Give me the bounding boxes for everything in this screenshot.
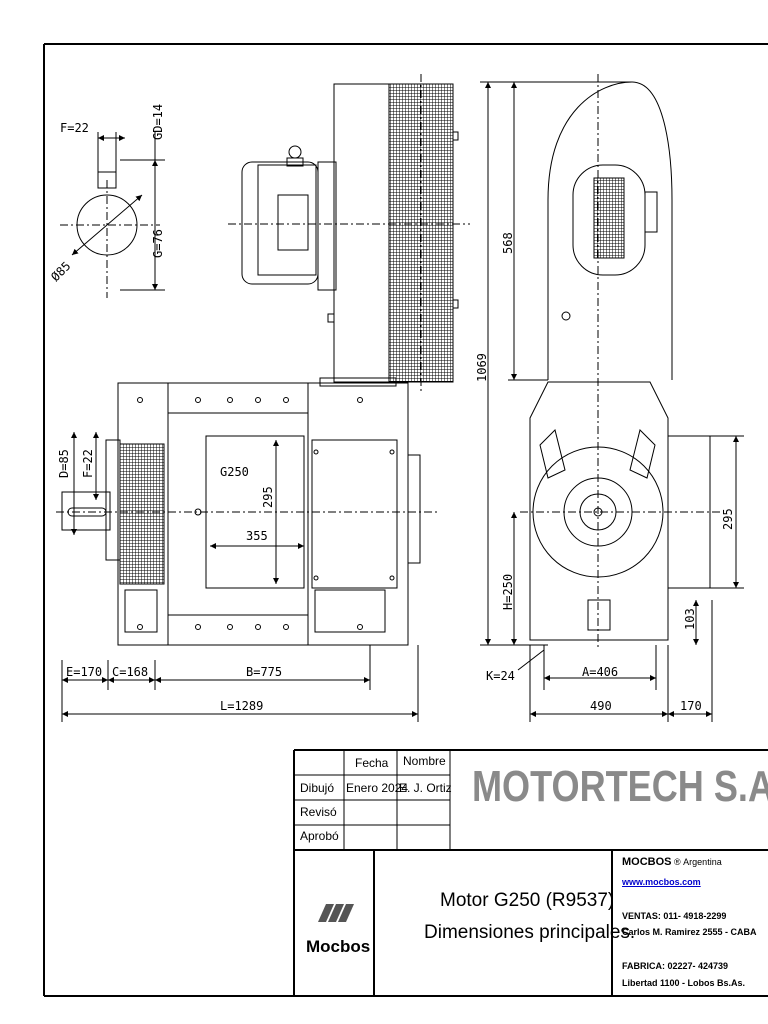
company-name: MOTORTECH S.A. [472, 762, 768, 811]
dim-103: 103 [683, 608, 697, 630]
row-label-dibujo: Dibujó [300, 781, 335, 795]
mocbos-logo-mark [318, 904, 354, 922]
shaft-end-detail [60, 132, 165, 298]
dim-295-side: 295 [261, 486, 275, 508]
dim-295-front: 295 [721, 508, 735, 530]
row-nombre-dibujo: E. J. Ortiz [399, 781, 452, 795]
brand-country: Argentina [683, 857, 722, 867]
dim-h250: H=250 [501, 574, 515, 610]
header-fecha: Fecha [355, 756, 389, 770]
drawing-title-line2: Dimensiones principales. [424, 922, 636, 943]
dim-490: 490 [590, 699, 612, 713]
dim-f-side: F=22 [81, 449, 95, 478]
sheet-frame [43, 43, 768, 997]
title-block-grid [293, 749, 768, 996]
dim-gd: GD=14 [151, 104, 165, 140]
drawing-title-line1: Motor G250 (R9537) [440, 890, 615, 911]
website-link[interactable]: www.mocbos.com [622, 877, 701, 887]
shaft-dim-lines [71, 432, 99, 535]
dim-170: 170 [680, 699, 702, 713]
dim-355: 355 [246, 529, 268, 543]
dim-diameter: Ø85 [48, 259, 73, 284]
motor-bolts [137, 397, 395, 630]
bottom-dim-lines [61, 645, 419, 722]
ventas-phone: VENTAS: 011- 4918-2299 [622, 911, 727, 921]
row-label-reviso: Revisó [300, 805, 337, 819]
front-dim-lines [480, 81, 744, 722]
motor-side-view [56, 377, 440, 646]
ventas-address: Carlos M. Ramirez 2555 - CABA [622, 927, 757, 937]
label-model: G250 [220, 465, 249, 479]
brand-name: MOCBOS [622, 856, 672, 868]
dim-k: K=24 [486, 669, 515, 683]
row-label-aprobo: Aprobó [300, 829, 339, 843]
fabrica-phone: FABRICA: 02227- 424739 [622, 961, 729, 971]
dim-g: G=76 [151, 229, 165, 258]
brand-mark: ® [674, 857, 681, 867]
motor-front-view [520, 74, 720, 650]
header-nombre: Nombre [403, 754, 446, 768]
logo-text: Mocbos [306, 937, 370, 956]
dim-f-top: F=22 [60, 121, 89, 135]
dim-1069: 1069 [475, 353, 489, 382]
dim-d: D=85 [57, 449, 71, 478]
blower-top-view [228, 74, 470, 392]
dim-c: C=168 [112, 665, 148, 679]
row-fecha-dibujo: Enero 2024 [346, 781, 409, 795]
fabrica-address: Libertad 1100 - Lobos Bs.As. [622, 978, 746, 988]
dim-a: A=406 [582, 665, 618, 679]
brand-block: MOCBOS ® Argentina [622, 856, 722, 868]
dim-b: B=775 [246, 665, 282, 679]
dim-568: 568 [501, 232, 515, 254]
dim-l: L=1289 [220, 699, 263, 713]
dim-e: E=170 [66, 665, 102, 679]
